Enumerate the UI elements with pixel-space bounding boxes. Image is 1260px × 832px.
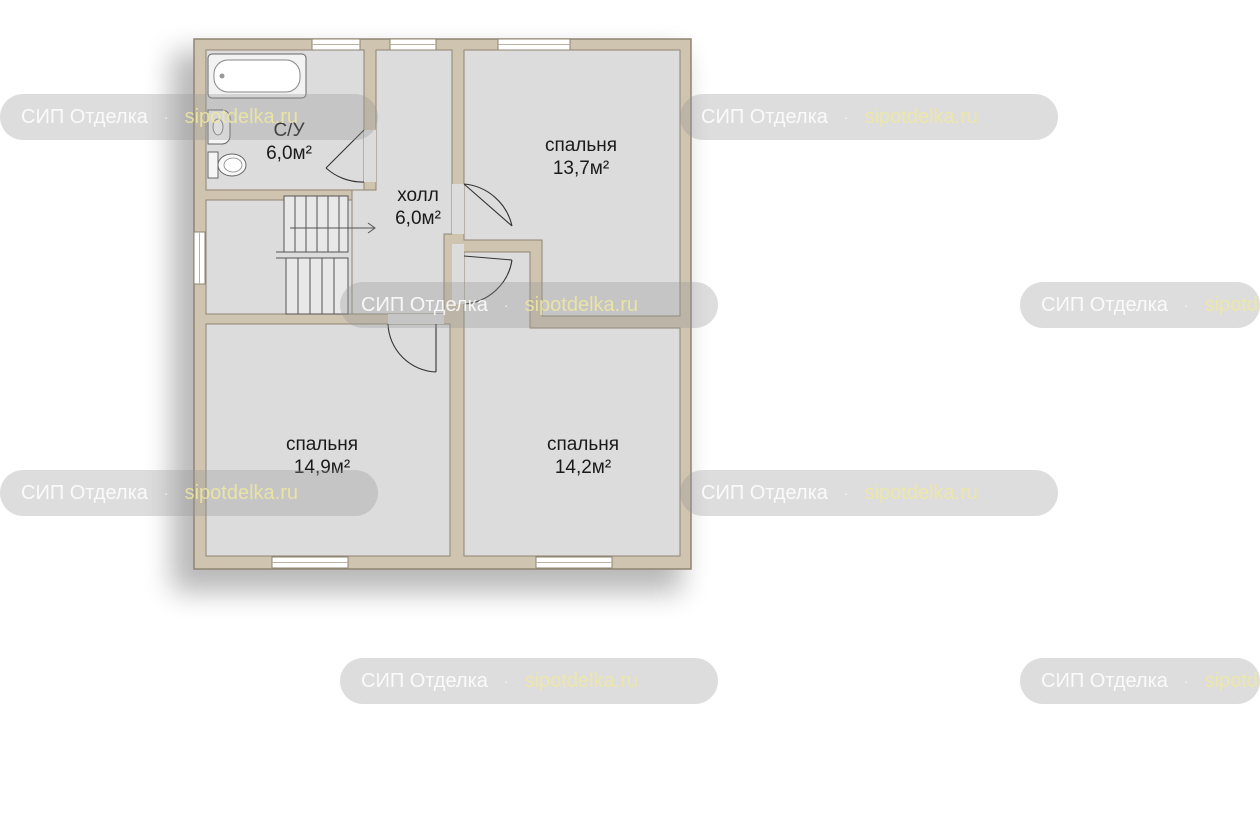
watermark: СИП Отделка · sipotdelka.ru	[0, 470, 378, 516]
toilet-icon	[207, 151, 247, 179]
room-label-bedroom-top-right: спальня 13,7м²	[545, 134, 617, 180]
doors	[325, 129, 513, 373]
watermark: СИП Отделка · sipotdelka.ru	[1020, 658, 1260, 704]
room-area: 14,9м²	[293, 457, 351, 478]
door-bedroom-bottom-left	[387, 323, 437, 373]
room-area: 14,2м²	[554, 457, 612, 478]
watermark: СИП Отделка · sipotdelka.ru	[340, 658, 718, 704]
watermark-site: sipotdelka.ru	[524, 293, 638, 316]
watermark-brand: СИП Отделка	[21, 105, 148, 128]
room-label-hall: холл 6,0м²	[395, 184, 441, 230]
watermark-brand: СИП Отделка	[1041, 293, 1168, 316]
staircase	[276, 195, 376, 315]
watermark: СИП Отделка · sipotdelka.ru	[680, 94, 1058, 140]
watermark-site: sipotdelka.ru	[184, 105, 298, 128]
door-bedroom-top-right	[463, 183, 513, 227]
watermark-separator: ·	[1183, 297, 1189, 313]
watermark: СИП Отделка · sipotdelka.ru	[340, 282, 718, 328]
watermark-site: sipotdelka.ru	[184, 481, 298, 504]
room-area: 6,0м²	[395, 208, 441, 229]
room-name: спальня	[544, 135, 618, 156]
room-area: 6,0м²	[266, 143, 312, 164]
watermark-site: sipotdelka.ru	[864, 105, 978, 128]
bathtub-icon	[207, 53, 307, 99]
watermark-separator: ·	[843, 485, 849, 501]
room-label-bathroom: С/У 6,0м²	[266, 119, 312, 165]
room-name: холл	[397, 185, 439, 206]
watermark: СИП Отделка · sipotdelka.ru	[1020, 282, 1260, 328]
watermark-brand: СИП Отделка	[1041, 669, 1168, 692]
watermark-separator: ·	[843, 109, 849, 125]
door-bedroom-bottom-right	[463, 255, 513, 305]
watermark-brand: СИП Отделка	[701, 481, 828, 504]
watermark-separator: ·	[503, 297, 509, 313]
room-label-bedroom-bottom-right: спальня 14,2м²	[547, 433, 619, 479]
watermark-brand: СИП Отделка	[701, 105, 828, 128]
watermark: СИП Отделка · sipotdelka.ru	[680, 470, 1058, 516]
watermark-brand: СИП Отделка	[21, 481, 148, 504]
watermark-site: sipotdelka.ru	[524, 669, 638, 692]
floor-bedroom-bottom-right	[463, 251, 681, 557]
door-bathroom	[325, 129, 365, 183]
watermark: СИП Отделка · sipotdelka.ru	[0, 94, 378, 140]
watermark-separator: ·	[503, 673, 509, 689]
watermark-brand: СИП Отделка	[361, 293, 488, 316]
watermark-separator: ·	[163, 485, 169, 501]
windows	[193, 38, 613, 569]
watermark-brand: СИП Отделка	[361, 669, 488, 692]
room-name: спальня	[546, 434, 620, 455]
room-name: спальня	[285, 434, 359, 455]
watermark-separator: ·	[1183, 673, 1189, 689]
watermark-separator: ·	[163, 109, 169, 125]
sink-icon	[207, 109, 231, 145]
room-area: 13,7м²	[552, 158, 610, 179]
watermark-site: sipotdelka.ru	[1204, 669, 1260, 692]
watermark-site: sipotdelka.ru	[1204, 293, 1260, 316]
floor-bedroom-top-right	[463, 49, 681, 317]
room-label-bedroom-bottom-left: спальня 14,9м²	[286, 433, 358, 479]
room-name: С/У	[273, 120, 305, 141]
watermark-site: sipotdelka.ru	[864, 481, 978, 504]
